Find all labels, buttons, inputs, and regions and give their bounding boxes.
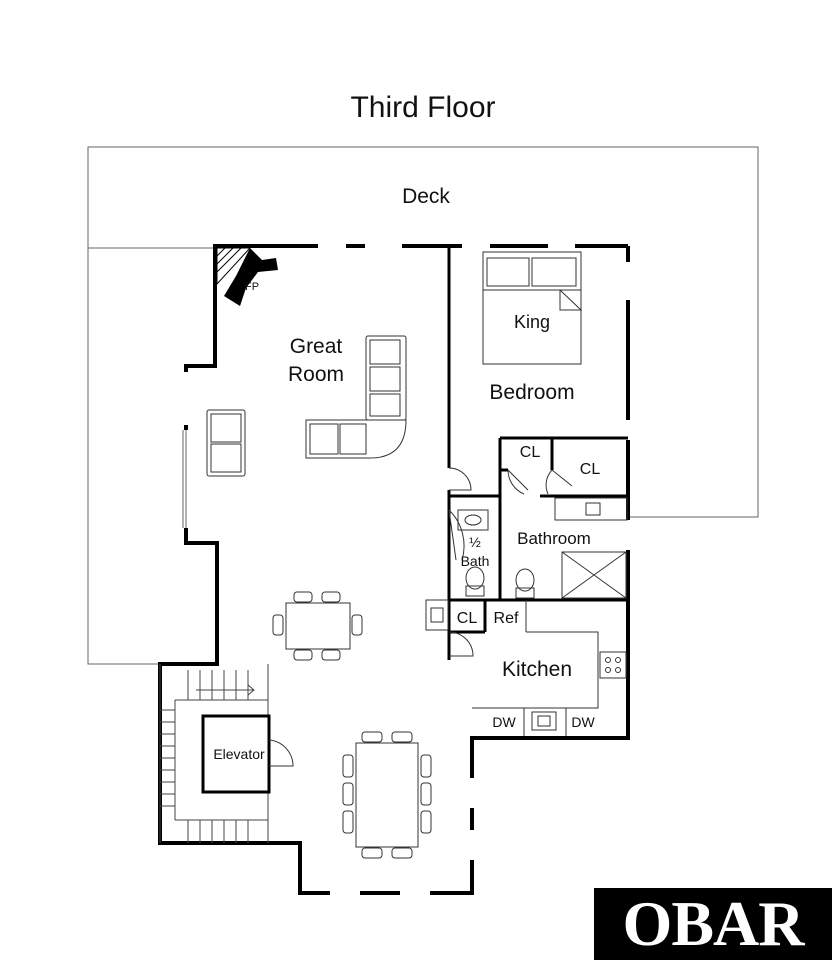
bathroom-fixtures: [515, 497, 628, 599]
refrigerator-label: Ref: [494, 610, 519, 627]
dining-table-large: [342, 731, 432, 859]
sectional-sofa: [305, 335, 407, 459]
king-bed-label: King: [514, 312, 550, 332]
kitchen-label: Kitchen: [502, 658, 572, 681]
obar-logo: OBAR: [594, 888, 832, 960]
armchair: [206, 409, 246, 477]
fireplace-label: FP: [245, 281, 259, 293]
closet-label-2: CL: [580, 461, 601, 478]
half-bath-fixtures: [457, 509, 489, 597]
elevator-label: Elevator: [213, 746, 265, 762]
doors: [448, 467, 573, 657]
closet-label-3: CL: [457, 610, 478, 627]
windows: [183, 243, 631, 896]
dining-table-small: [272, 591, 363, 661]
obar-logo-text: OBAR: [622, 888, 805, 959]
window-frames: [182, 430, 187, 528]
interior-walls: [447, 246, 628, 660]
dishwasher-label-1: DW: [492, 714, 516, 730]
plan-title: Third Floor: [350, 91, 495, 124]
kitchen-fixtures: [425, 599, 627, 736]
half-bath-label: Bath: [461, 553, 490, 569]
bedroom-label: Bedroom: [489, 381, 574, 404]
fireplace: [216, 247, 278, 306]
great-room-label-line2: Room: [288, 363, 344, 386]
dishwasher-label-2: DW: [571, 714, 595, 730]
deck-outline: [87, 146, 759, 665]
great-room-label-line1: Great: [290, 335, 343, 358]
king-bed: [482, 251, 583, 365]
half-bath-fraction: ½: [469, 534, 481, 550]
deck-label: Deck: [402, 185, 450, 208]
elevator-shaft: [201, 714, 271, 794]
exterior-walls: [158, 244, 630, 895]
closet-label-1: CL: [520, 444, 541, 461]
bathroom-label: Bathroom: [517, 529, 591, 548]
elevator-door-swing: [268, 739, 294, 767]
